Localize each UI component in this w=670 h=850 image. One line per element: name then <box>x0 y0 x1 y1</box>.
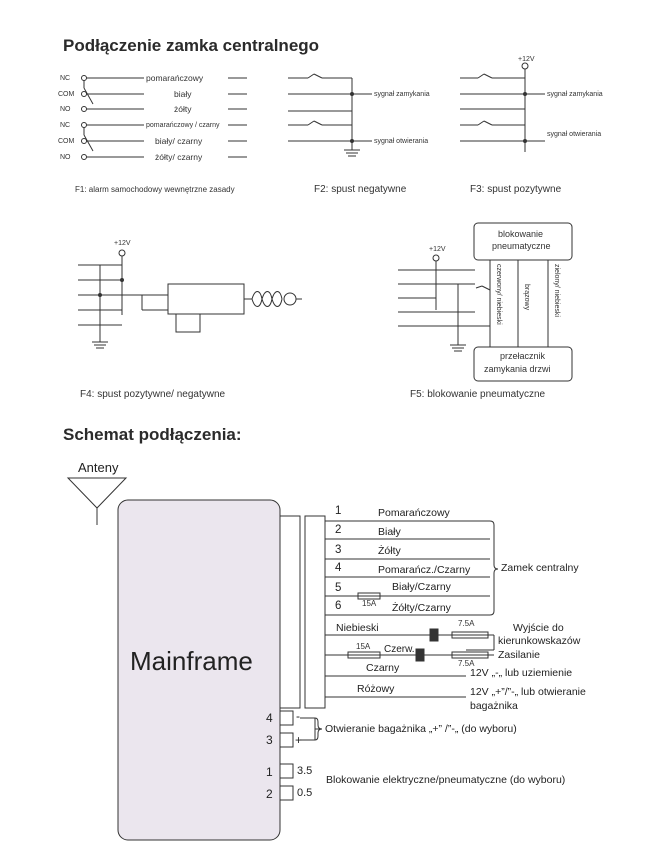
f1-pin-2: COM <box>58 91 75 98</box>
f5-wire-left-label: czerwony/ niebieski <box>495 264 502 325</box>
conn-wire-2: Biały <box>378 526 401 538</box>
f5-caption: F5: blokowanie pneumatyczne <box>410 389 546 400</box>
antenna-label: Anteny <box>78 460 119 475</box>
rozowy-label: Różowy <box>357 683 395 695</box>
zamek-centralny-label: Zamek centralny <box>501 562 579 574</box>
pin-2-value: 0.5 <box>297 787 313 799</box>
conn-num-5: 5 <box>335 582 342 594</box>
conn-wire-6: Żółty/Czarny <box>392 602 451 614</box>
pin-2-number: 2 <box>266 787 273 801</box>
f4-voltage: +12V <box>114 240 131 247</box>
pin-terminals <box>279 710 294 801</box>
f5-wire-right-label: zielony/ niebieski <box>553 264 560 317</box>
f1-pin-4: NC <box>60 122 71 129</box>
conn-num-4: 4 <box>335 562 342 574</box>
f1-caption: F1: alarm samochodowy wewnętrzne zasady <box>75 185 235 194</box>
trunk-bracket <box>314 717 323 741</box>
f5-box-top-line2: pneumatyczne <box>492 241 551 251</box>
pin-3-sign: + <box>295 733 303 747</box>
f3-signal-close: sygnał zamykania <box>547 91 603 98</box>
conn-wire-1: Pomarańczowy <box>378 507 450 519</box>
conn-wire-4: Pomarańcz./Czarny <box>378 564 471 576</box>
f3-caption: F3: spust pozytywne <box>470 184 562 195</box>
fuse-15a-label-2: 15A <box>356 642 371 651</box>
f5-pneumatic-diagram <box>398 222 573 382</box>
f1-wire-3: żółty <box>174 104 192 114</box>
antenna-symbol <box>66 477 128 525</box>
section2-title: Schemat podłączenia: <box>63 425 242 444</box>
f1-pin-3: NO <box>60 106 71 113</box>
fuse-7-5a-label-1: 7.5A <box>458 619 475 628</box>
ground-label: 12V „-„ lub uziemienie <box>470 667 573 679</box>
pin-4-sign: - <box>296 709 300 723</box>
trunk-label: 12V „+”/”-„ lub otwieranie <box>470 686 586 698</box>
f4-caption: F4: spust pozytywne/ negatywne <box>80 389 226 400</box>
czarny-label: Czarny <box>366 662 400 674</box>
f1-pin-1: NC <box>60 75 71 82</box>
fuse-15a-2 <box>347 648 494 662</box>
indicator-line2: kierunkowskazów <box>498 635 581 647</box>
f1-wire-1: pomarańczowy <box>146 73 204 83</box>
connector-block-2 <box>304 515 326 709</box>
pin-4-number: 4 <box>266 711 273 725</box>
f5-box-bottom-line1: przełacznik <box>500 351 546 361</box>
conn-num-1: 1 <box>335 505 342 517</box>
f2-caption: F2: spust negatywne <box>314 184 407 195</box>
connector-block-1 <box>279 515 301 709</box>
f5-box-top-line1: blokowanie <box>498 229 544 239</box>
pin-1-value: 3.5 <box>297 765 313 777</box>
f5-wire-mid-label: brązowy <box>523 284 530 311</box>
f1-pin-5: COM <box>58 138 75 145</box>
fuse-15a-label-1: 15A <box>362 599 377 608</box>
fuse-7-5a-label-2: 7.5A <box>458 659 475 668</box>
pin-1-number: 1 <box>266 765 273 779</box>
zasilanie-label: Zasilanie <box>498 649 541 661</box>
conn-wire-5: Biały/Czarny <box>392 581 451 593</box>
f3-signal-open: sygnał otwierania <box>547 131 602 138</box>
f1-wire-6: żółty/ czarny <box>155 152 203 162</box>
conn-num-6: 6 <box>335 600 342 612</box>
conn-wire-3: Żółty <box>378 545 401 557</box>
zamek-bracket <box>489 520 499 616</box>
fuse-15a-1 <box>357 592 381 600</box>
conn-num-3: 3 <box>335 544 342 556</box>
trunk-label-2: bagażnika <box>470 700 518 712</box>
conn-num-2: 2 <box>335 524 342 536</box>
pin-3-number: 3 <box>266 733 273 747</box>
lock-option-label: Blokowanie elektryczne/pneumatyczne (do … <box>326 774 566 786</box>
f2-signal-open: sygnał otwierania <box>374 138 429 145</box>
f1-wire-5: biały/ czarny <box>155 136 203 146</box>
f1-wire-4: pomarańczowy / czarny <box>146 122 220 129</box>
section1-title: Podłączenie zamka centralnego <box>63 36 320 55</box>
f2-signal-close: sygnał zamykania <box>374 91 430 98</box>
indicator-line1: Wyjście do <box>513 622 564 634</box>
f4-actuator-diagram <box>78 253 302 349</box>
f1-relay-diagram <box>83 77 247 158</box>
f2-negative-trigger-diagram <box>288 73 372 157</box>
f5-box-bottom-line2: zamykania drzwi <box>484 364 551 374</box>
niebieski-label: Niebieski <box>336 622 379 634</box>
czerw-label: Czerw. <box>384 644 415 655</box>
f3-positive-trigger-diagram <box>460 66 545 152</box>
mainframe-label: Mainframe <box>130 646 253 676</box>
f1-pin-6: NO <box>60 154 71 161</box>
f5-voltage: +12V <box>429 246 446 253</box>
f1-wire-2: biały <box>174 89 192 99</box>
trunk-option-label: Otwieranie bagażnika „+” /”-„ (do wyboru… <box>325 723 517 735</box>
fuse-7-5a-1 <box>429 628 495 651</box>
f3-voltage: +12V <box>518 56 535 63</box>
